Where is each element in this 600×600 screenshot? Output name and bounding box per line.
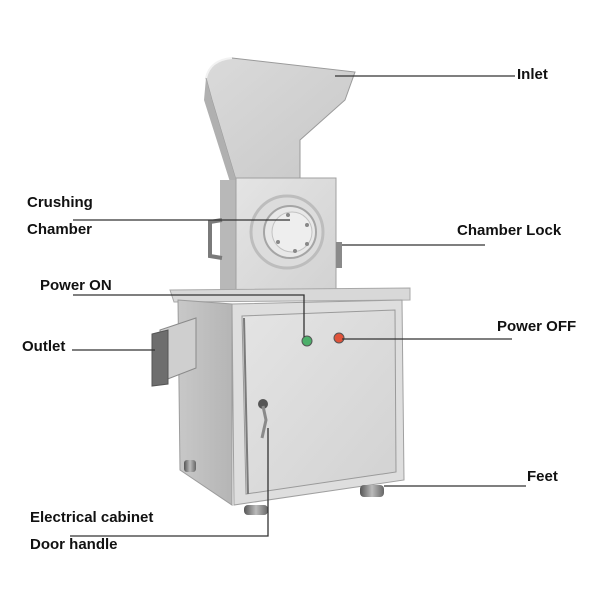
crushing-chamber [208,177,342,291]
electrical-cabinet-door [241,309,397,495]
label-feet: Feet [527,468,558,485]
door-handle-leader [70,428,269,537]
power-on-leader [73,294,305,337]
label-power-on: Power ON [40,277,112,294]
label-inlet: Inlet [517,66,548,83]
label-chamber-lock: Chamber Lock [457,222,562,239]
label-outlet: Outlet [22,338,66,355]
label-chamber: Chamber [27,221,93,238]
label-crushing: Crushing [27,194,93,211]
foot-back-left [184,460,196,472]
outlet-chute [151,317,197,387]
label-electrical-cabinet: Electrical cabinet [30,509,154,526]
foot-front-right [360,485,384,497]
power-off-button[interactable] [333,332,345,344]
leader-lines [70,75,526,537]
label-door-handle: Door handle [30,536,118,553]
inlet-hopper [204,57,356,182]
label-power-off: Power OFF [497,318,577,335]
door-handle[interactable] [258,399,268,439]
foot-front-left [244,505,268,515]
power-on-button[interactable] [301,335,313,347]
